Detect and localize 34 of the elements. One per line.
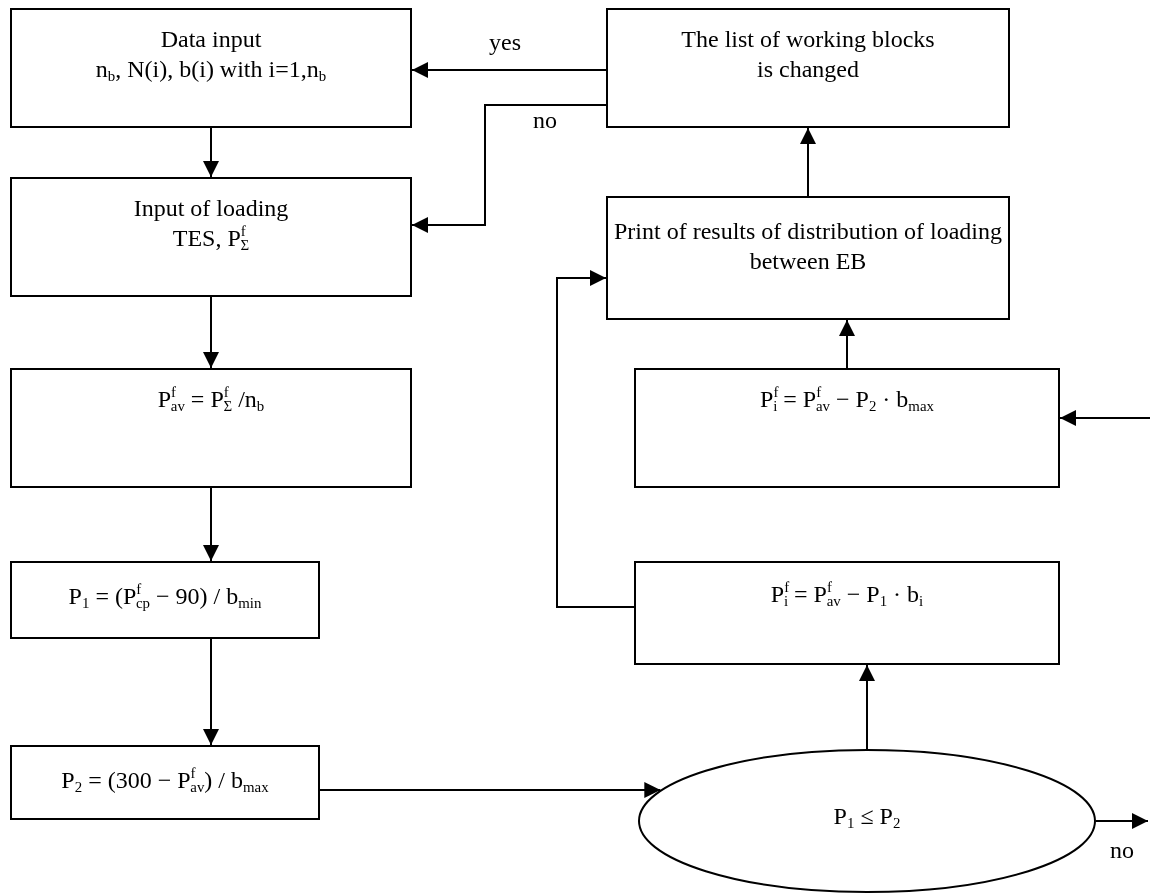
process-box	[10, 177, 412, 297]
process-box	[634, 368, 1060, 488]
box-text: P$_{1}$ = (P$^{f}$$_{cp}$ − 90) / b$_{min}$	[67, 581, 263, 611]
box-text: The list of working blocks is changed	[680, 25, 936, 84]
arrow	[203, 127, 219, 178]
arrow	[1059, 410, 1150, 426]
box-text: Print of results of distribution of loading between EB	[613, 217, 1003, 276]
arrow	[203, 487, 219, 562]
process-box	[606, 196, 1010, 320]
decision-ellipse	[638, 749, 1096, 893]
arrow	[203, 296, 219, 369]
process-box	[10, 8, 412, 128]
box-text: P$^{f}$$_{av}$ = P$^{f}$$_{Σ}$ /n$_{b}$	[156, 384, 266, 414]
arrow	[319, 782, 662, 798]
arrow	[556, 270, 635, 608]
arrow	[203, 638, 219, 746]
condition-text: P$_{1}$ ≤ P$_{2}$	[832, 802, 902, 831]
box-text: n$_{b}$, N(i), b(i) with i=1,n$_{b}$	[94, 55, 328, 84]
arrow	[411, 104, 607, 233]
process-box	[10, 368, 412, 488]
box-heading: Input of loading	[132, 194, 290, 223]
arrow	[859, 664, 875, 750]
process-box	[10, 561, 320, 639]
process-box	[10, 745, 320, 820]
arrow	[1095, 813, 1149, 829]
arrow	[839, 319, 855, 369]
box-text: P$^{f}$$_{i}$ = P$^{f}$$_{av}$ − P$_{2}$ · b$_{max}$	[759, 384, 935, 414]
arrow	[411, 62, 607, 78]
box-heading: Data input	[159, 25, 263, 54]
process-box	[634, 561, 1060, 665]
arrow	[800, 127, 816, 197]
process-box	[606, 8, 1010, 128]
box-text: P$^{f}$$_{i}$ = P$^{f}$$_{av}$ − P$_{1}$ · b$_{i}$	[769, 579, 925, 609]
box-text: P$_{2}$ = (300 − P$^{f}$$_{av}$) / b$_{max}$	[60, 765, 270, 795]
